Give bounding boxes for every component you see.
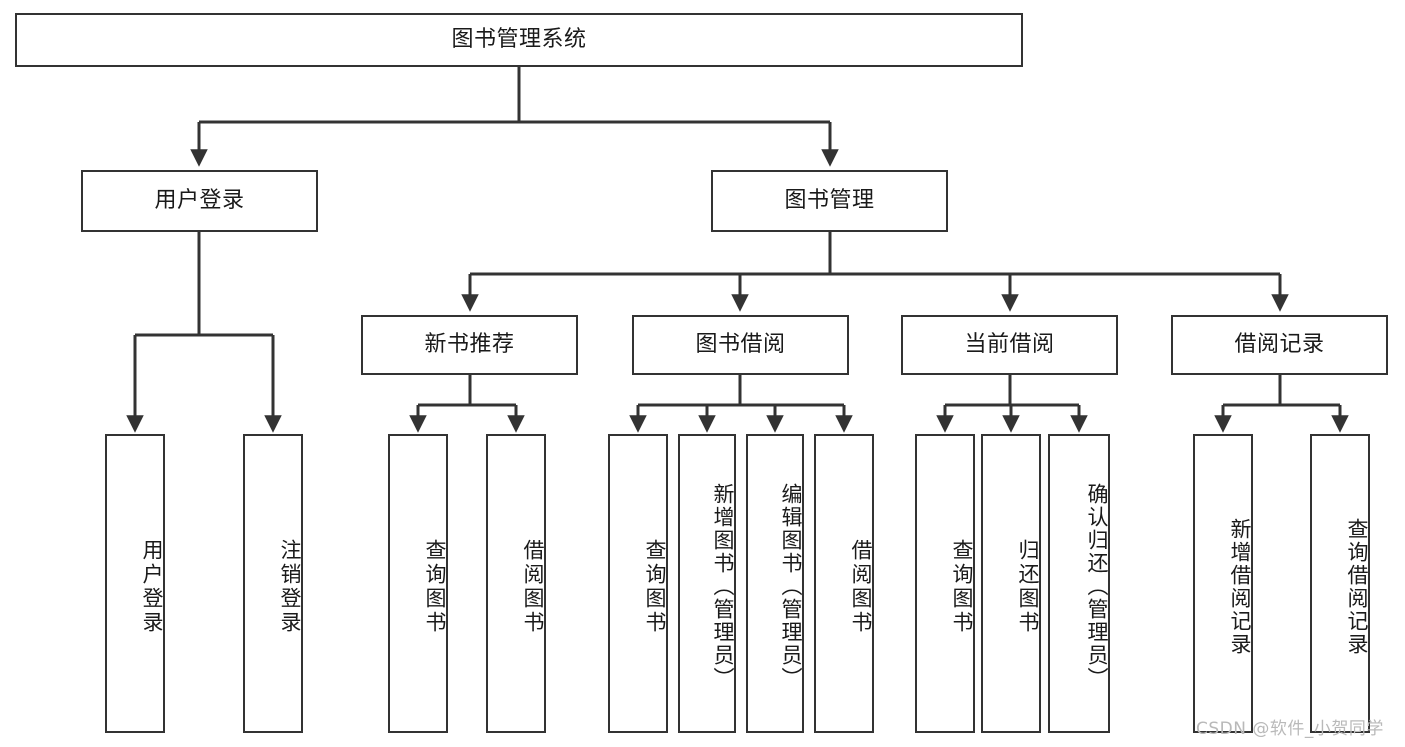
leaf-return-book[interactable]: 归还图书	[981, 434, 1041, 733]
leaf-query-book-1[interactable]: 查询图书	[388, 434, 448, 733]
leaf-borrow-book-2-label: 借阅图书	[849, 538, 873, 635]
leaf-query-borrow-record-label: 查询借阅记录	[1345, 517, 1369, 656]
node-book-borrow[interactable]: 图书借阅	[632, 315, 849, 375]
node-book-management[interactable]: 图书管理	[711, 170, 948, 232]
leaf-edit-book-admin[interactable]: 编辑图书（管理员）	[746, 434, 804, 733]
node-borrow-record-label: 借阅记录	[1234, 332, 1325, 358]
leaf-query-book-1-label: 查询图书	[423, 538, 447, 635]
node-borrow-record[interactable]: 借阅记录	[1171, 315, 1388, 375]
leaf-edit-book-admin-label: 编辑图书（管理员）	[779, 483, 803, 690]
node-new-book-recommend[interactable]: 新书推荐	[361, 315, 578, 375]
leaf-add-book-admin[interactable]: 新增图书（管理员）	[678, 434, 736, 733]
leaf-logout[interactable]: 注销登录	[243, 434, 303, 733]
leaf-query-borrow-record[interactable]: 查询借阅记录	[1310, 434, 1370, 733]
leaf-add-borrow-record[interactable]: 新增借阅记录	[1193, 434, 1253, 733]
node-current-borrow[interactable]: 当前借阅	[901, 315, 1118, 375]
leaf-user-login[interactable]: 用户登录	[105, 434, 165, 733]
node-root[interactable]: 图书管理系统	[15, 13, 1023, 67]
leaf-query-book-3[interactable]: 查询图书	[915, 434, 975, 733]
node-root-label: 图书管理系统	[451, 27, 587, 53]
node-user-login[interactable]: 用户登录	[81, 170, 318, 232]
leaf-borrow-book-1-label: 借阅图书	[521, 538, 545, 635]
leaf-query-book-2-label: 查询图书	[643, 538, 667, 635]
csdn-watermark: CSDN @软件_小贺同学	[1196, 719, 1384, 739]
leaf-query-book-3-label: 查询图书	[950, 538, 974, 635]
leaf-logout-label: 注销登录	[278, 538, 302, 635]
leaf-confirm-return-admin-label: 确认归还（管理员）	[1085, 483, 1109, 690]
leaf-borrow-book-1[interactable]: 借阅图书	[486, 434, 546, 733]
node-book-management-label: 图书管理	[784, 188, 875, 214]
leaf-query-book-2[interactable]: 查询图书	[608, 434, 668, 733]
leaf-user-login-label: 用户登录	[140, 538, 164, 635]
leaf-borrow-book-2[interactable]: 借阅图书	[814, 434, 874, 733]
node-current-borrow-label: 当前借阅	[964, 332, 1055, 358]
leaf-confirm-return-admin[interactable]: 确认归还（管理员）	[1048, 434, 1110, 733]
node-user-login-label: 用户登录	[154, 188, 245, 214]
leaf-return-book-label: 归还图书	[1016, 538, 1040, 635]
node-book-borrow-label: 图书借阅	[695, 332, 786, 358]
node-new-book-recommend-label: 新书推荐	[424, 332, 515, 358]
leaf-add-book-admin-label: 新增图书（管理员）	[711, 483, 735, 690]
leaf-add-borrow-record-label: 新增借阅记录	[1228, 517, 1252, 656]
